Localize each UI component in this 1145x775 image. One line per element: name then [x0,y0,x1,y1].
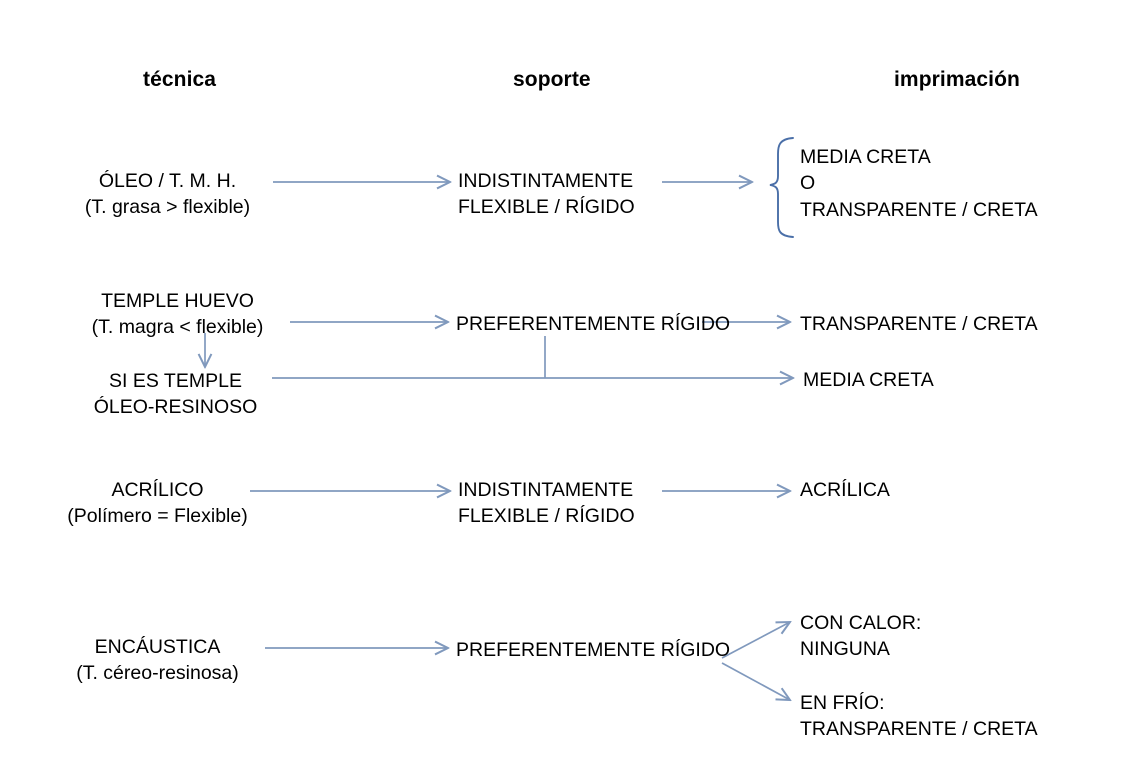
node-soporte-temple-huevo-line1: PREFERENTEMENTE RÍGIDO [456,313,731,335]
node-tecnica-encaustica: ENCÁUSTICA (T. céreo-resinosa) [55,634,260,687]
column-header-imprimacion: imprimación [894,68,1020,91]
node-soporte-encaustica: PREFERENTEMENTE RÍGIDO [456,637,730,663]
node-imprimacion-en-frio-line2: TRANSPARENTE / CRETA [800,718,1038,741]
node-tecnica-encaustica-line2: (T. céreo-resinosa) [76,662,239,685]
column-header-soporte: soporte [513,68,591,91]
brace-oleo-imprimacion [769,137,794,238]
node-soporte-encaustica-line1: PREFERENTEMENTE RÍGIDO [456,639,731,661]
node-tecnica-encaustica-line1: ENCÁUSTICA [94,636,221,658]
node-tecnica-si-es-temple-line2: ÓLEO-RESINOSO [93,396,258,419]
node-soporte-acrilico: INDISTINTAMENTE FLEXIBLE / RÍGIDO [458,477,635,530]
node-imprimacion-con-calor: CON CALOR: NINGUNA [800,610,921,663]
column-header-tecnica: técnica [143,68,217,91]
node-soporte-oleo: INDISTINTAMENTE FLEXIBLE / RÍGIDO [458,168,635,221]
node-tecnica-temple-huevo: TEMPLE HUEVO (T. magra < flexible) [70,288,285,341]
node-soporte-acrilico-line1: INDISTINTAMENTE [458,479,634,501]
node-imprimacion-con-calor-line2: NINGUNA [800,638,890,661]
node-soporte-acrilico-line2: FLEXIBLE / RÍGIDO [458,505,635,528]
node-tecnica-si-es-temple-line1: SI ES TEMPLE [109,370,242,392]
node-imprimacion-acrilico-line1: ACRÍLICA [800,479,890,501]
node-soporte-oleo-line2: FLEXIBLE / RÍGIDO [458,196,635,219]
node-imprimacion-en-frio-line1: EN FRÍO: [800,692,885,714]
node-soporte-oleo-line1: INDISTINTAMENTE [458,170,634,192]
node-soporte-temple-huevo: PREFERENTEMENTE RÍGIDO [456,311,730,337]
node-tecnica-oleo-line1: ÓLEO / T. M. H. [98,170,237,192]
node-imprimacion-en-frio: EN FRÍO: TRANSPARENTE / CRETA [800,690,1038,743]
node-imprimacion-oleo-line2: O [800,172,816,195]
node-imprimacion-si-es-temple-line1: MEDIA CRETA [803,369,934,391]
node-imprimacion-temple-huevo: TRANSPARENTE / CRETA [800,311,1038,337]
edge-soporte-to-en-frio [721,662,790,700]
node-imprimacion-oleo-line3: TRANSPARENTE / CRETA [800,198,1038,221]
edge-soporte-to-con-calor [721,622,790,659]
node-tecnica-oleo: ÓLEO / T. M. H. (T. grasa > flexible) [65,168,270,221]
node-tecnica-temple-huevo-line1: TEMPLE HUEVO [101,290,254,312]
node-tecnica-acrilico-line1: ACRÍLICO [111,479,204,501]
node-imprimacion-oleo-line1: MEDIA CRETA [800,146,931,168]
node-tecnica-si-es-temple: SI ES TEMPLE ÓLEO-RESINOSO [78,368,273,421]
node-tecnica-oleo-line2: (T. grasa > flexible) [84,196,251,219]
node-imprimacion-con-calor-line1: CON CALOR: [800,612,922,634]
node-tecnica-acrilico: ACRÍLICO (Polímero = Flexible) [60,477,255,530]
node-tecnica-acrilico-line2: (Polímero = Flexible) [67,505,248,528]
node-imprimacion-acrilico: ACRÍLICA [800,477,890,503]
node-imprimacion-oleo: MEDIA CRETA O TRANSPARENTE / CRETA [800,144,1038,223]
node-imprimacion-si-es-temple: MEDIA CRETA [803,367,934,393]
node-tecnica-temple-huevo-line2: (T. magra < flexible) [91,316,264,339]
node-imprimacion-temple-huevo-line1: TRANSPARENTE / CRETA [800,313,1038,335]
